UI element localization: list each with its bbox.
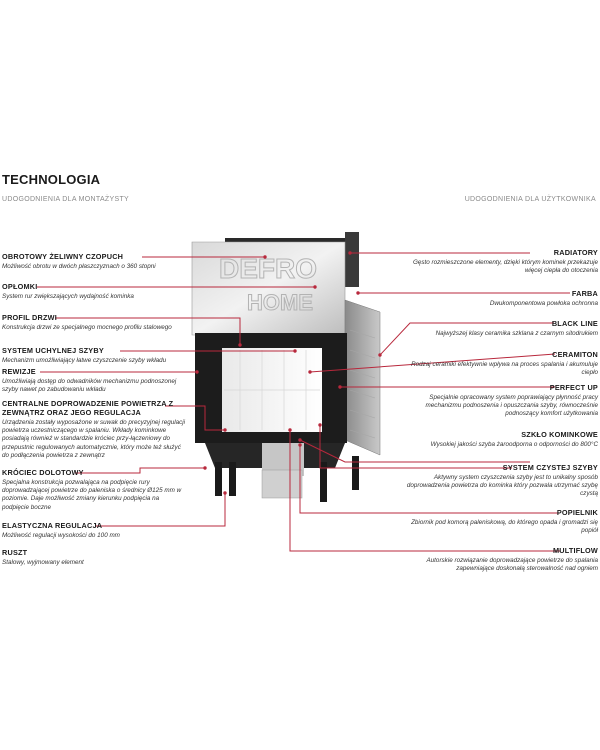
feature-desc: Możliwość obrotu w dwóch płaszczyznach o…: [2, 263, 156, 270]
feature-radiatory: RADIATORY Gęsto rozmieszczone elementy, …: [398, 248, 598, 275]
feature-desc: Rodzaj ceramiki efektywnie wpływa na pro…: [411, 361, 598, 377]
feature-title: OPŁOMKI: [2, 282, 38, 291]
feature-multiflow: MULTIFLOW Autorskie rozwiązanie doprowad…: [398, 546, 598, 573]
feature-desc: Dwukomponentowa powłoka ochronna: [489, 300, 598, 307]
feature-czopuch: OBROTOWY ŻELIWNY CZOPUCH Możliwość obrot…: [2, 252, 187, 271]
feature-title: REWIZJE: [2, 367, 36, 376]
feature-uchylna-szyba: SYSTEM UCHYLNEJ SZYBY Mechanizm umożliwi…: [2, 346, 187, 365]
feature-black-line: BLACK LINE Najwyższej klasy ceramika szk…: [398, 319, 598, 338]
brand-logo-line2: HOME: [247, 290, 313, 315]
air-intake: [261, 469, 303, 499]
feature-popielnik: POPIELNIK Zbiornik pod komorą paleniskow…: [398, 508, 598, 535]
leg-rear-right: [352, 456, 359, 490]
leg-rear-left: [229, 462, 236, 496]
feature-title: SZKŁO KOMINKOWE: [521, 430, 598, 439]
feature-desc: Najwyższej klasy ceramika szklana z czar…: [435, 330, 598, 337]
feature-desc: Urządzenia zostały wyposażone w suwak do…: [2, 419, 186, 459]
feature-ceramiton: CERAMITON Rodzaj ceramiki efektywnie wpł…: [398, 350, 598, 377]
feature-ruszt: RUSZT Stalowy, wyjmowany element: [2, 548, 187, 567]
feature-szklo-kominkowe: SZKŁO KOMINKOWE Wysokiej jakości szyba ż…: [398, 430, 598, 449]
feature-title: KRÓCIEC DOLOTOWY: [2, 468, 84, 477]
feature-title: CERAMITON: [552, 350, 598, 359]
feature-perfect-up: PERFECT UP Specjalnie opracowany system …: [398, 383, 598, 419]
feature-title: RUSZT: [2, 548, 28, 557]
feature-desc: System rur zwiększających wydajność komi…: [2, 293, 134, 300]
leg-front-left: [215, 462, 222, 496]
feature-desc: Wysokiej jakości szyba żaroodporna o odp…: [430, 441, 598, 448]
feature-title: FARBA: [571, 289, 598, 298]
callout-line-czystaszyba: [319, 425, 512, 469]
feature-title: OBROTOWY ŻELIWNY CZOPUCH: [2, 252, 124, 261]
feature-title: PERFECT UP: [549, 383, 598, 392]
callout-line-centralne: [165, 405, 225, 431]
feature-desc: Aktywny system czyszczenia szyby jest to…: [406, 474, 598, 498]
feature-title: POPIELNIK: [556, 508, 598, 517]
feature-title: SYSTEM CZYSTEJ SZYBY: [502, 463, 598, 472]
callout-line-blackline: [379, 322, 554, 356]
feature-title: SYSTEM UCHYLNEJ SZYBY: [2, 346, 104, 355]
feature-desc: Gęsto rozmieszczone elementy, dzięki któ…: [412, 259, 598, 275]
feature-title: ELASTYCZNA REGULACJA: [2, 521, 103, 530]
feature-krociec-dolotowy: KRÓCIEC DOLOTOWY Specjalna konstrukcja p…: [2, 468, 187, 512]
feature-desc: Konstrukcja drzwi ze specjalnego mocnego…: [2, 324, 172, 331]
user-subtitle: UDOGODNIENIA DLA UŻYTKOWNIKA: [464, 196, 596, 203]
feature-title: MULTIFLOW: [552, 546, 598, 555]
feature-desc: Zbiornik pod komorą paleniskową, do któr…: [411, 519, 598, 535]
feature-title: CENTRALNE DOPROWADZENIE POWIETRZA Z ZEWN…: [2, 399, 174, 417]
feature-farba: FARBA Dwukomponentowa powłoka ochronna: [398, 289, 598, 308]
callout-line-popielnik: [299, 445, 560, 514]
feature-rewizje: REWIZJE Umożliwiają dostęp do odwadników…: [2, 367, 187, 394]
flue-pipe: [345, 232, 359, 287]
callout-line-krociec: [75, 467, 205, 474]
installer-subtitle: UDOGODNIENIA DLA MONTAŻYSTY: [2, 196, 129, 203]
feature-elastyczna-regulacja: ELASTYCZNA REGULACJA Możliwość regulacji…: [2, 521, 187, 540]
feature-oplomki: OPŁOMKI System rur zwiększających wydajn…: [2, 282, 187, 301]
feature-czysta-szyba: SYSTEM CZYSTEJ SZYBY Aktywny system czys…: [398, 463, 598, 499]
feature-desc: Możliwość regulacji wysokości do 100 mm: [2, 532, 120, 539]
feature-profil-drzwi: PROFIL DRZWI Konstrukcja drzwi ze specja…: [2, 313, 187, 332]
leg-front-right: [320, 462, 327, 502]
callout-line-szklo: [299, 439, 530, 463]
page-title: TECHNOLOGIA: [2, 172, 101, 187]
callout-line-multiflow: [289, 430, 560, 552]
brand-logo-line1: DEFRO: [219, 253, 317, 284]
feature-desc: Autorskie rozwiązanie doprowadzające pow…: [426, 557, 598, 573]
feature-desc: Specjalna konstrukcja pozwalająca na pod…: [2, 479, 182, 511]
callout-line-profil: [55, 317, 241, 345]
feature-title: RADIATORY: [553, 248, 598, 257]
feature-desc: Stalowy, wyjmowany element: [2, 559, 84, 566]
callout-line-regulacja: [95, 493, 226, 527]
feature-centralne-doprowadzenie: CENTRALNE DOPROWADZENIE POWIETRZA Z ZEWN…: [2, 399, 187, 460]
feature-desc: Specjalnie opracowany system poprawiając…: [425, 394, 598, 418]
feature-desc: Umożliwiają dostęp do odwadników mechani…: [2, 378, 177, 394]
feature-title: PROFIL DRZWI: [2, 313, 57, 322]
feature-desc: Mechanizm umożliwiający łatwe czyszczeni…: [2, 357, 167, 364]
callout-line-ceramiton: [309, 353, 556, 373]
feature-title: BLACK LINE: [551, 319, 598, 328]
